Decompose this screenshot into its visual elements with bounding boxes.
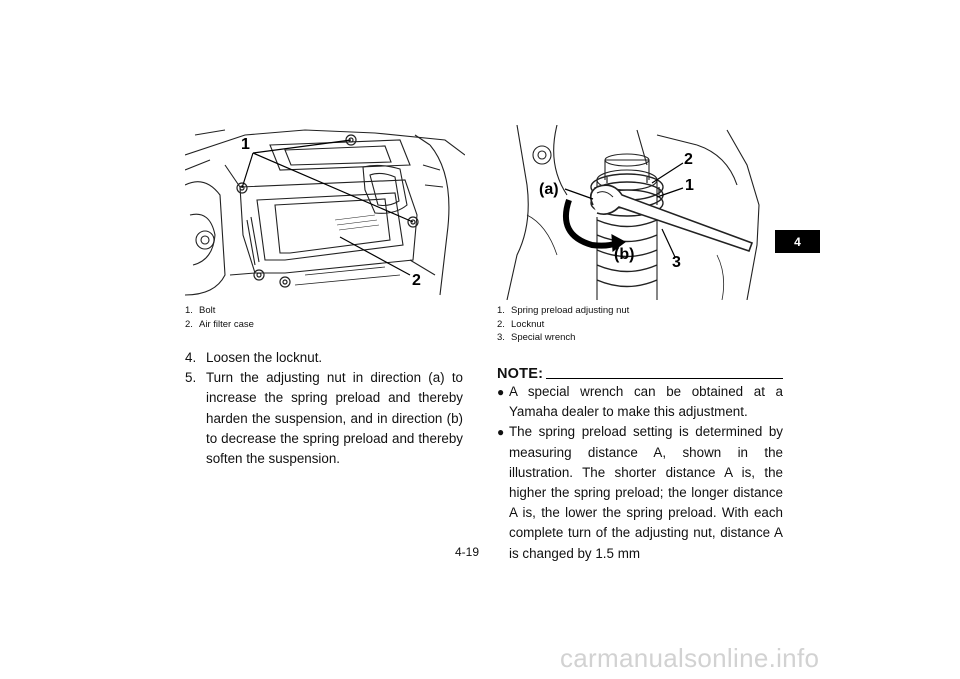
legend-item: 1. Spring preload adjusting nut	[497, 304, 629, 318]
callout-3: 3	[672, 254, 681, 271]
step-number: 5.	[185, 370, 197, 386]
callout-2: 2	[684, 151, 693, 168]
right-figure-legend: 1. Spring preload adjusting nut 2. Lockn…	[497, 304, 629, 345]
note-bullet-text: The spring preload setting is determined…	[509, 424, 783, 561]
legend-item: 2. Air filter case	[185, 318, 254, 332]
page-number: 4-19	[455, 545, 480, 559]
legend-item: 1. Bolt	[185, 304, 254, 318]
callout-1: 1	[685, 177, 694, 194]
note-header: NOTE:	[497, 364, 783, 382]
step-item: 5. Turn the adjusting nut in direction (…	[185, 368, 463, 469]
legend-text: Air filter case	[199, 318, 254, 330]
legend-number: 2.	[185, 318, 193, 330]
callout-1: 1	[241, 136, 250, 153]
legend-text: Special wrench	[511, 332, 576, 343]
legend-text: Locknut	[511, 318, 545, 330]
spring-preload-illustration: 2 1 3 (a) (b)	[497, 125, 783, 300]
callout-b: (b)	[614, 246, 635, 263]
legend-number: 2.	[497, 318, 505, 330]
callout-2: 2	[412, 272, 421, 289]
note-bullets: ● A special wrench can be obtained at a …	[497, 382, 783, 564]
chapter-tab: 4	[775, 230, 820, 253]
legend-item: 3. Special wrench	[497, 331, 629, 345]
note-divider	[546, 378, 783, 379]
legend-number: 3.	[497, 332, 505, 343]
step-text: Loosen the locknut.	[206, 350, 323, 365]
note-bullet: ● The spring preload setting is determin…	[497, 422, 783, 563]
step-number: 4.	[185, 350, 197, 365]
left-figure-legend: 1. Bolt 2. Air filter case	[185, 304, 254, 331]
legend-text: Bolt	[199, 305, 216, 316]
step-text: Turn the adjusting nut in direction (a) …	[206, 370, 463, 467]
bullet-dot-icon: ●	[497, 425, 505, 440]
legend-number: 1.	[185, 305, 193, 316]
note-bullet: ● A special wrench can be obtained at a …	[497, 382, 783, 422]
callout-a: (a)	[539, 181, 559, 198]
legend-number: 1.	[497, 305, 505, 316]
procedure-steps: 4. Loosen the locknut. 5. Turn the adjus…	[185, 348, 463, 469]
legend-text: Spring preload adjusting nut	[511, 305, 630, 316]
step-item: 4. Loosen the locknut.	[185, 348, 463, 368]
bullet-dot-icon: ●	[497, 385, 505, 399]
air-filter-illustration: 1 2	[185, 125, 465, 300]
note-label: NOTE:	[497, 366, 544, 382]
watermark: carmanualsonline.info	[560, 643, 820, 673]
legend-item: 2. Locknut	[497, 318, 629, 332]
note-bullet-text: A special wrench can be obtained at a Ya…	[509, 384, 783, 420]
